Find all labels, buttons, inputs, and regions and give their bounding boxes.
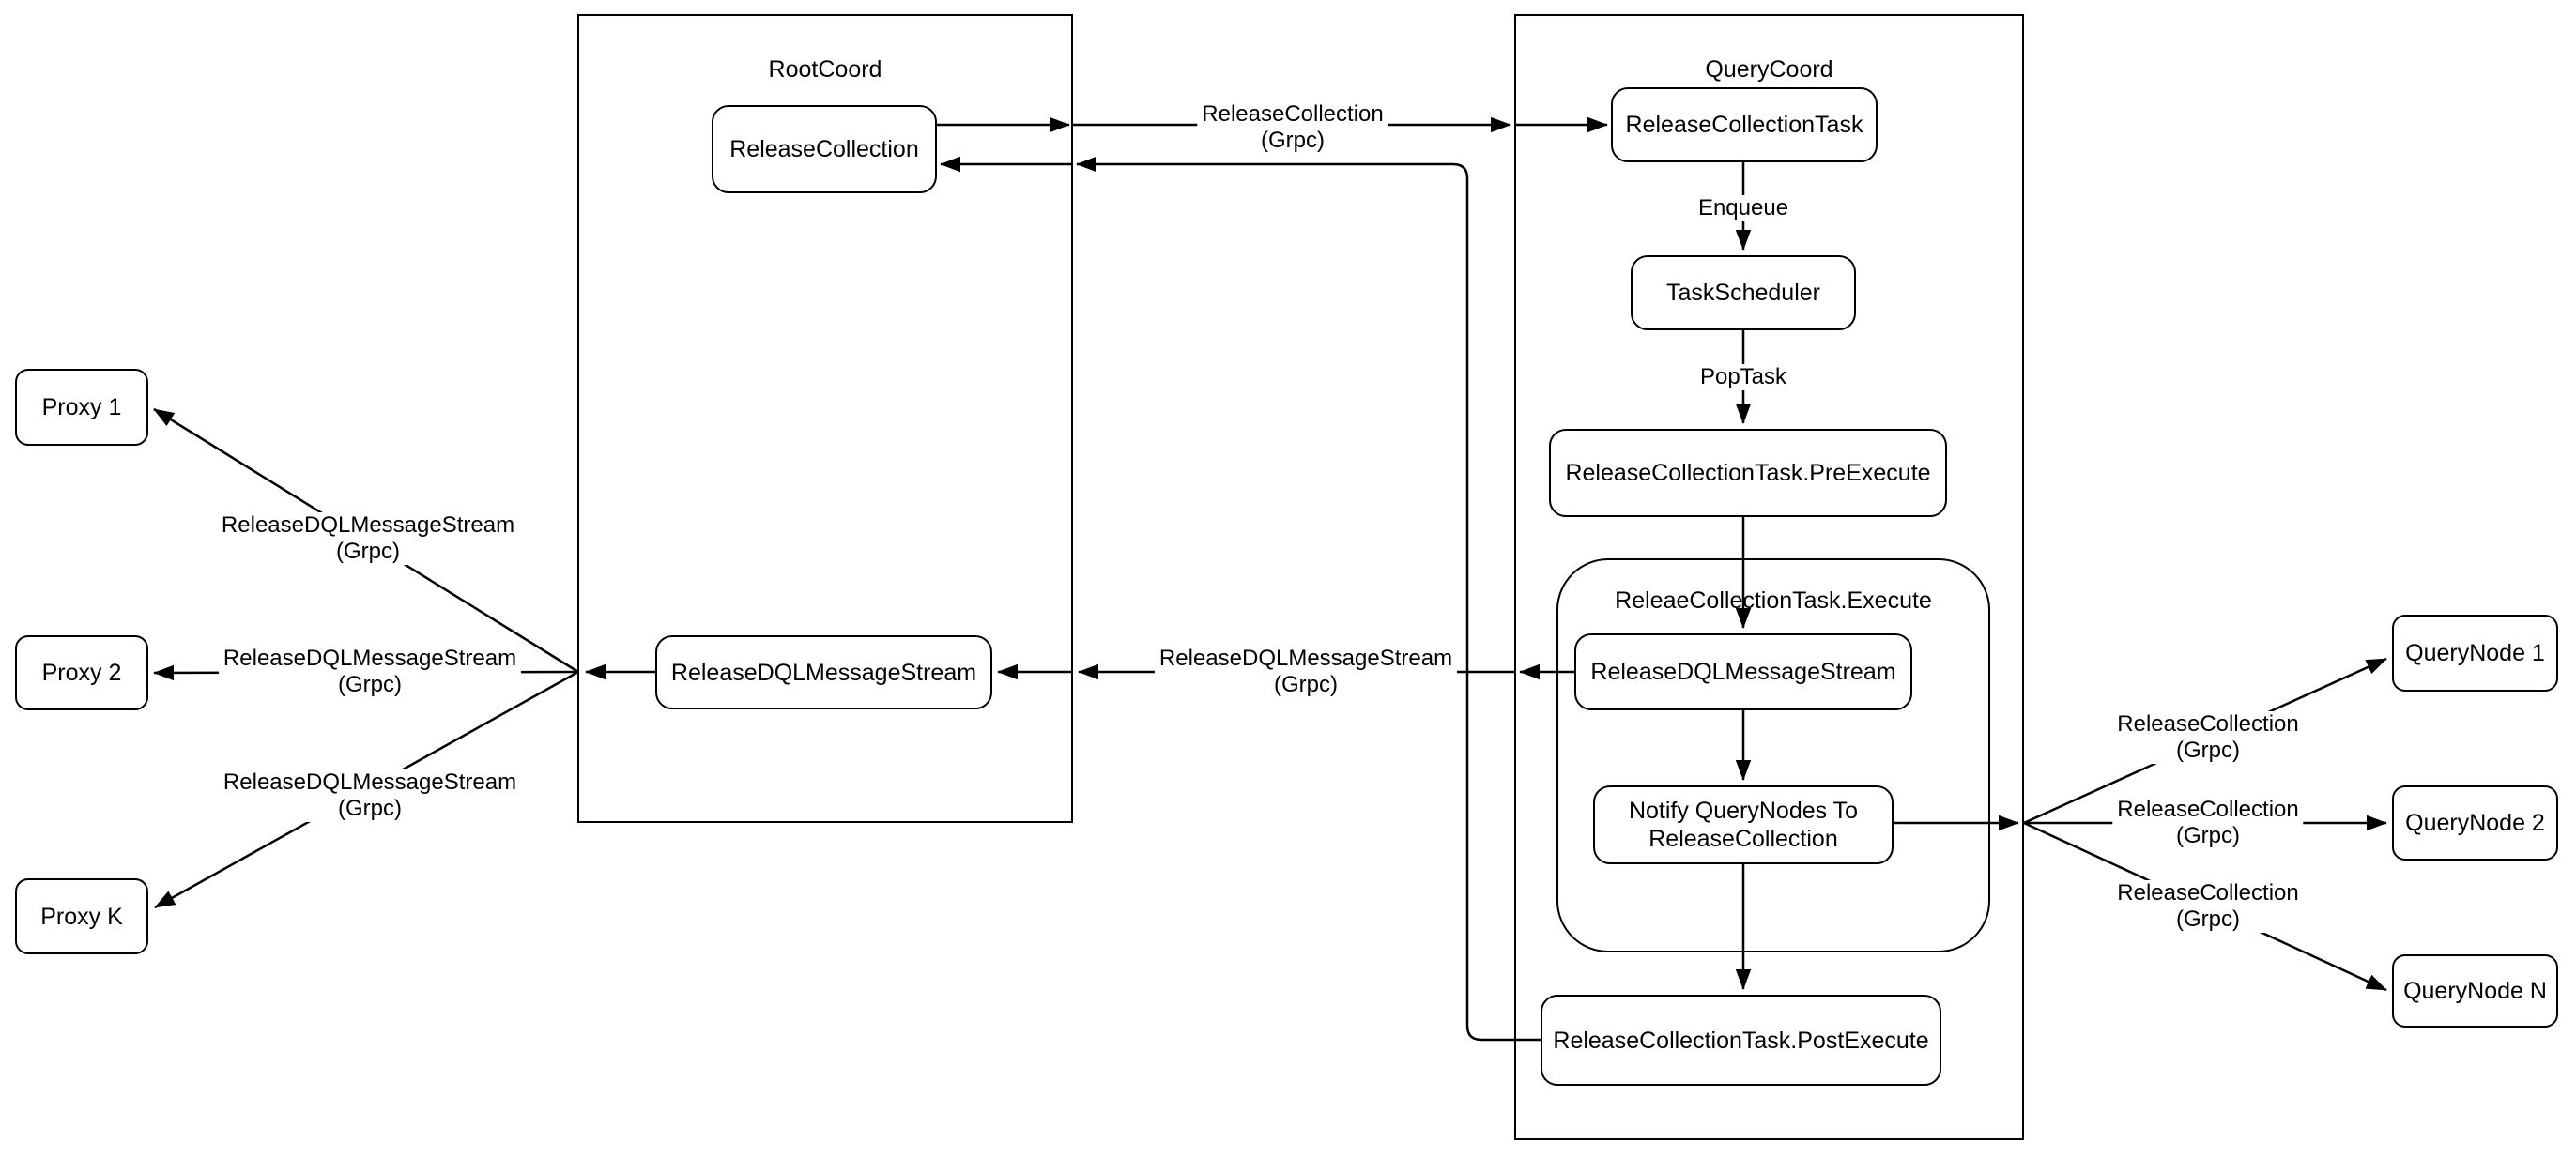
edge-label-release-collection-grpc-node2: ReleaseCollection (Grpc) xyxy=(2112,797,2304,849)
edge-label-line1: ReleaseCollection xyxy=(2117,880,2299,906)
edge-label-line2: (Grpc) xyxy=(2175,906,2240,932)
node-pre-execute-label: ReleaseCollectionTask.PreExecute xyxy=(1565,460,1931,486)
node-proxy-k: Proxy K xyxy=(15,878,148,954)
edge-label-line1: ReleaseDQLMessageStream xyxy=(1158,646,1453,671)
edge-label-line2: (Grpc) xyxy=(2175,738,2240,763)
edge-label-line2: (Grpc) xyxy=(2175,823,2240,848)
node-proxy-1-label: Proxy 1 xyxy=(41,394,122,420)
edge-label-line2: (Grpc) xyxy=(335,539,400,564)
edge-label-poptask: PopTask xyxy=(1694,364,1792,390)
node-proxy-k-label: Proxy K xyxy=(40,903,123,930)
edge-label-release-collection-grpc: ReleaseCollection (Grpc) xyxy=(1197,101,1388,154)
edge-label-release-dql-grpc-proxyk: ReleaseDQLMessageStream (Grpc) xyxy=(218,769,522,822)
node-release-collection-task-label: ReleaseCollectionTask xyxy=(1625,112,1863,138)
edge-label-release-collection-grpc-node1: ReleaseCollection (Grpc) xyxy=(2112,711,2304,764)
node-pre-execute: ReleaseCollectionTask.PreExecute xyxy=(1549,429,1947,517)
edge-label-line2: (Grpc) xyxy=(1260,128,1325,153)
edge-label-release-dql-grpc-proxy2: ReleaseDQLMessageStream (Grpc) xyxy=(218,646,522,698)
edge-label-poptask-text: PopTask xyxy=(1699,364,1787,389)
rootcoord-title: RootCoord xyxy=(768,56,882,83)
node-notify-querynodes-line1: Notify QueryNodes To xyxy=(1628,798,1859,824)
node-querynode-2-label: QueryNode 2 xyxy=(2405,810,2545,836)
node-root-release-dql-message-stream: ReleaseDQLMessageStream xyxy=(655,635,992,709)
node-querynode-n: QueryNode N xyxy=(2392,954,2558,1028)
edge-label-line1: ReleaseDQLMessageStream xyxy=(221,512,515,538)
edge-label-line1: ReleaseDQLMessageStream xyxy=(222,646,517,671)
execute-group-container: ReleaeCollectionTask.Execute xyxy=(1556,558,1990,952)
node-proxy-1: Proxy 1 xyxy=(15,369,148,446)
node-release-collection-task: ReleaseCollectionTask xyxy=(1611,87,1878,162)
node-post-execute-label: ReleaseCollectionTask.PostExecute xyxy=(1553,1027,1929,1054)
node-querynode-2: QueryNode 2 xyxy=(2392,785,2558,861)
edge-label-line1: ReleaseCollection xyxy=(1202,101,1384,127)
edge-label-line2: (Grpc) xyxy=(337,796,402,821)
edge-label-line1: ReleaseCollection xyxy=(2117,797,2299,822)
node-task-scheduler: TaskScheduler xyxy=(1631,255,1856,330)
edge-label-line1: ReleaseDQLMessageStream xyxy=(222,769,517,795)
node-post-execute: ReleaseCollectionTask.PostExecute xyxy=(1541,995,1941,1086)
edge-label-release-collection-grpc-noden: ReleaseCollection (Grpc) xyxy=(2112,880,2304,933)
node-querynode-n-label: QueryNode N xyxy=(2403,978,2547,1004)
edge-label-release-dql-grpc-querycoord: ReleaseDQLMessageStream (Grpc) xyxy=(1154,646,1458,698)
edge-label-enqueue: Enqueue xyxy=(1693,195,1794,221)
node-exec-release-dql-message-stream: ReleaseDQLMessageStream xyxy=(1574,633,1912,710)
node-release-collection-label: ReleaseCollection xyxy=(729,136,919,162)
node-proxy-2-label: Proxy 2 xyxy=(41,660,122,686)
node-notify-querynodes: Notify QueryNodes To ReleaseCollection xyxy=(1593,785,1894,864)
edge-label-line2: (Grpc) xyxy=(1273,672,1338,697)
execute-group-title: ReleaeCollectionTask.Execute xyxy=(1615,587,1932,614)
edge-label-release-dql-grpc-proxy1: ReleaseDQLMessageStream (Grpc) xyxy=(216,512,520,565)
node-querynode-1-label: QueryNode 1 xyxy=(2405,640,2545,666)
querycoord-title: QueryCoord xyxy=(1705,56,1833,83)
node-task-scheduler-label: TaskScheduler xyxy=(1666,280,1820,306)
edge-label-line1: ReleaseCollection xyxy=(2117,711,2299,737)
edge-label-enqueue-text: Enqueue xyxy=(1697,195,1789,221)
edge-label-line2: (Grpc) xyxy=(337,672,402,697)
node-notify-querynodes-line2: ReleaseCollection xyxy=(1648,826,1838,852)
node-proxy-2: Proxy 2 xyxy=(15,635,148,710)
node-release-collection: ReleaseCollection xyxy=(712,105,937,193)
node-querynode-1: QueryNode 1 xyxy=(2392,615,2558,692)
node-exec-release-dql-message-stream-label: ReleaseDQLMessageStream xyxy=(1590,659,1896,685)
node-root-release-dql-message-stream-label: ReleaseDQLMessageStream xyxy=(670,659,977,686)
